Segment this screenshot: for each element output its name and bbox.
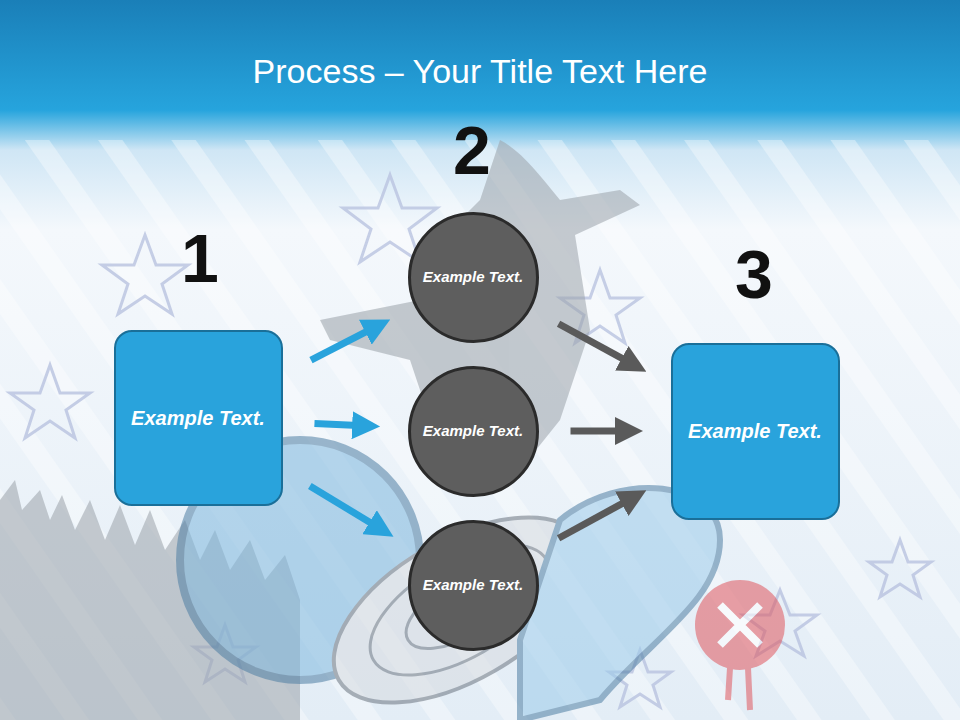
flow-arrow xyxy=(314,424,369,427)
flow-arrow xyxy=(311,324,381,360)
flow-arrow xyxy=(571,428,633,435)
node-text: Example Text. xyxy=(678,417,832,446)
process-circle: Example Text. xyxy=(408,520,539,651)
process-box: Example Text. xyxy=(671,343,840,520)
node-text: Example Text. xyxy=(121,404,275,433)
node-text: Example Text. xyxy=(415,266,531,289)
flow-arrow xyxy=(559,324,638,367)
node-text: Example Text. xyxy=(415,574,531,597)
callout-number: 1 xyxy=(181,224,219,292)
flow-arrow xyxy=(310,486,385,531)
process-box: Example Text. xyxy=(114,330,283,506)
process-circle: Example Text. xyxy=(408,366,539,497)
process-circle: Example Text. xyxy=(408,212,539,343)
callout-number: 3 xyxy=(735,240,773,308)
node-text: Example Text. xyxy=(415,420,531,443)
slide-title: Process – Your Title Text Here xyxy=(0,52,960,91)
flow-arrow xyxy=(559,495,638,538)
callout-number: 2 xyxy=(453,116,491,184)
